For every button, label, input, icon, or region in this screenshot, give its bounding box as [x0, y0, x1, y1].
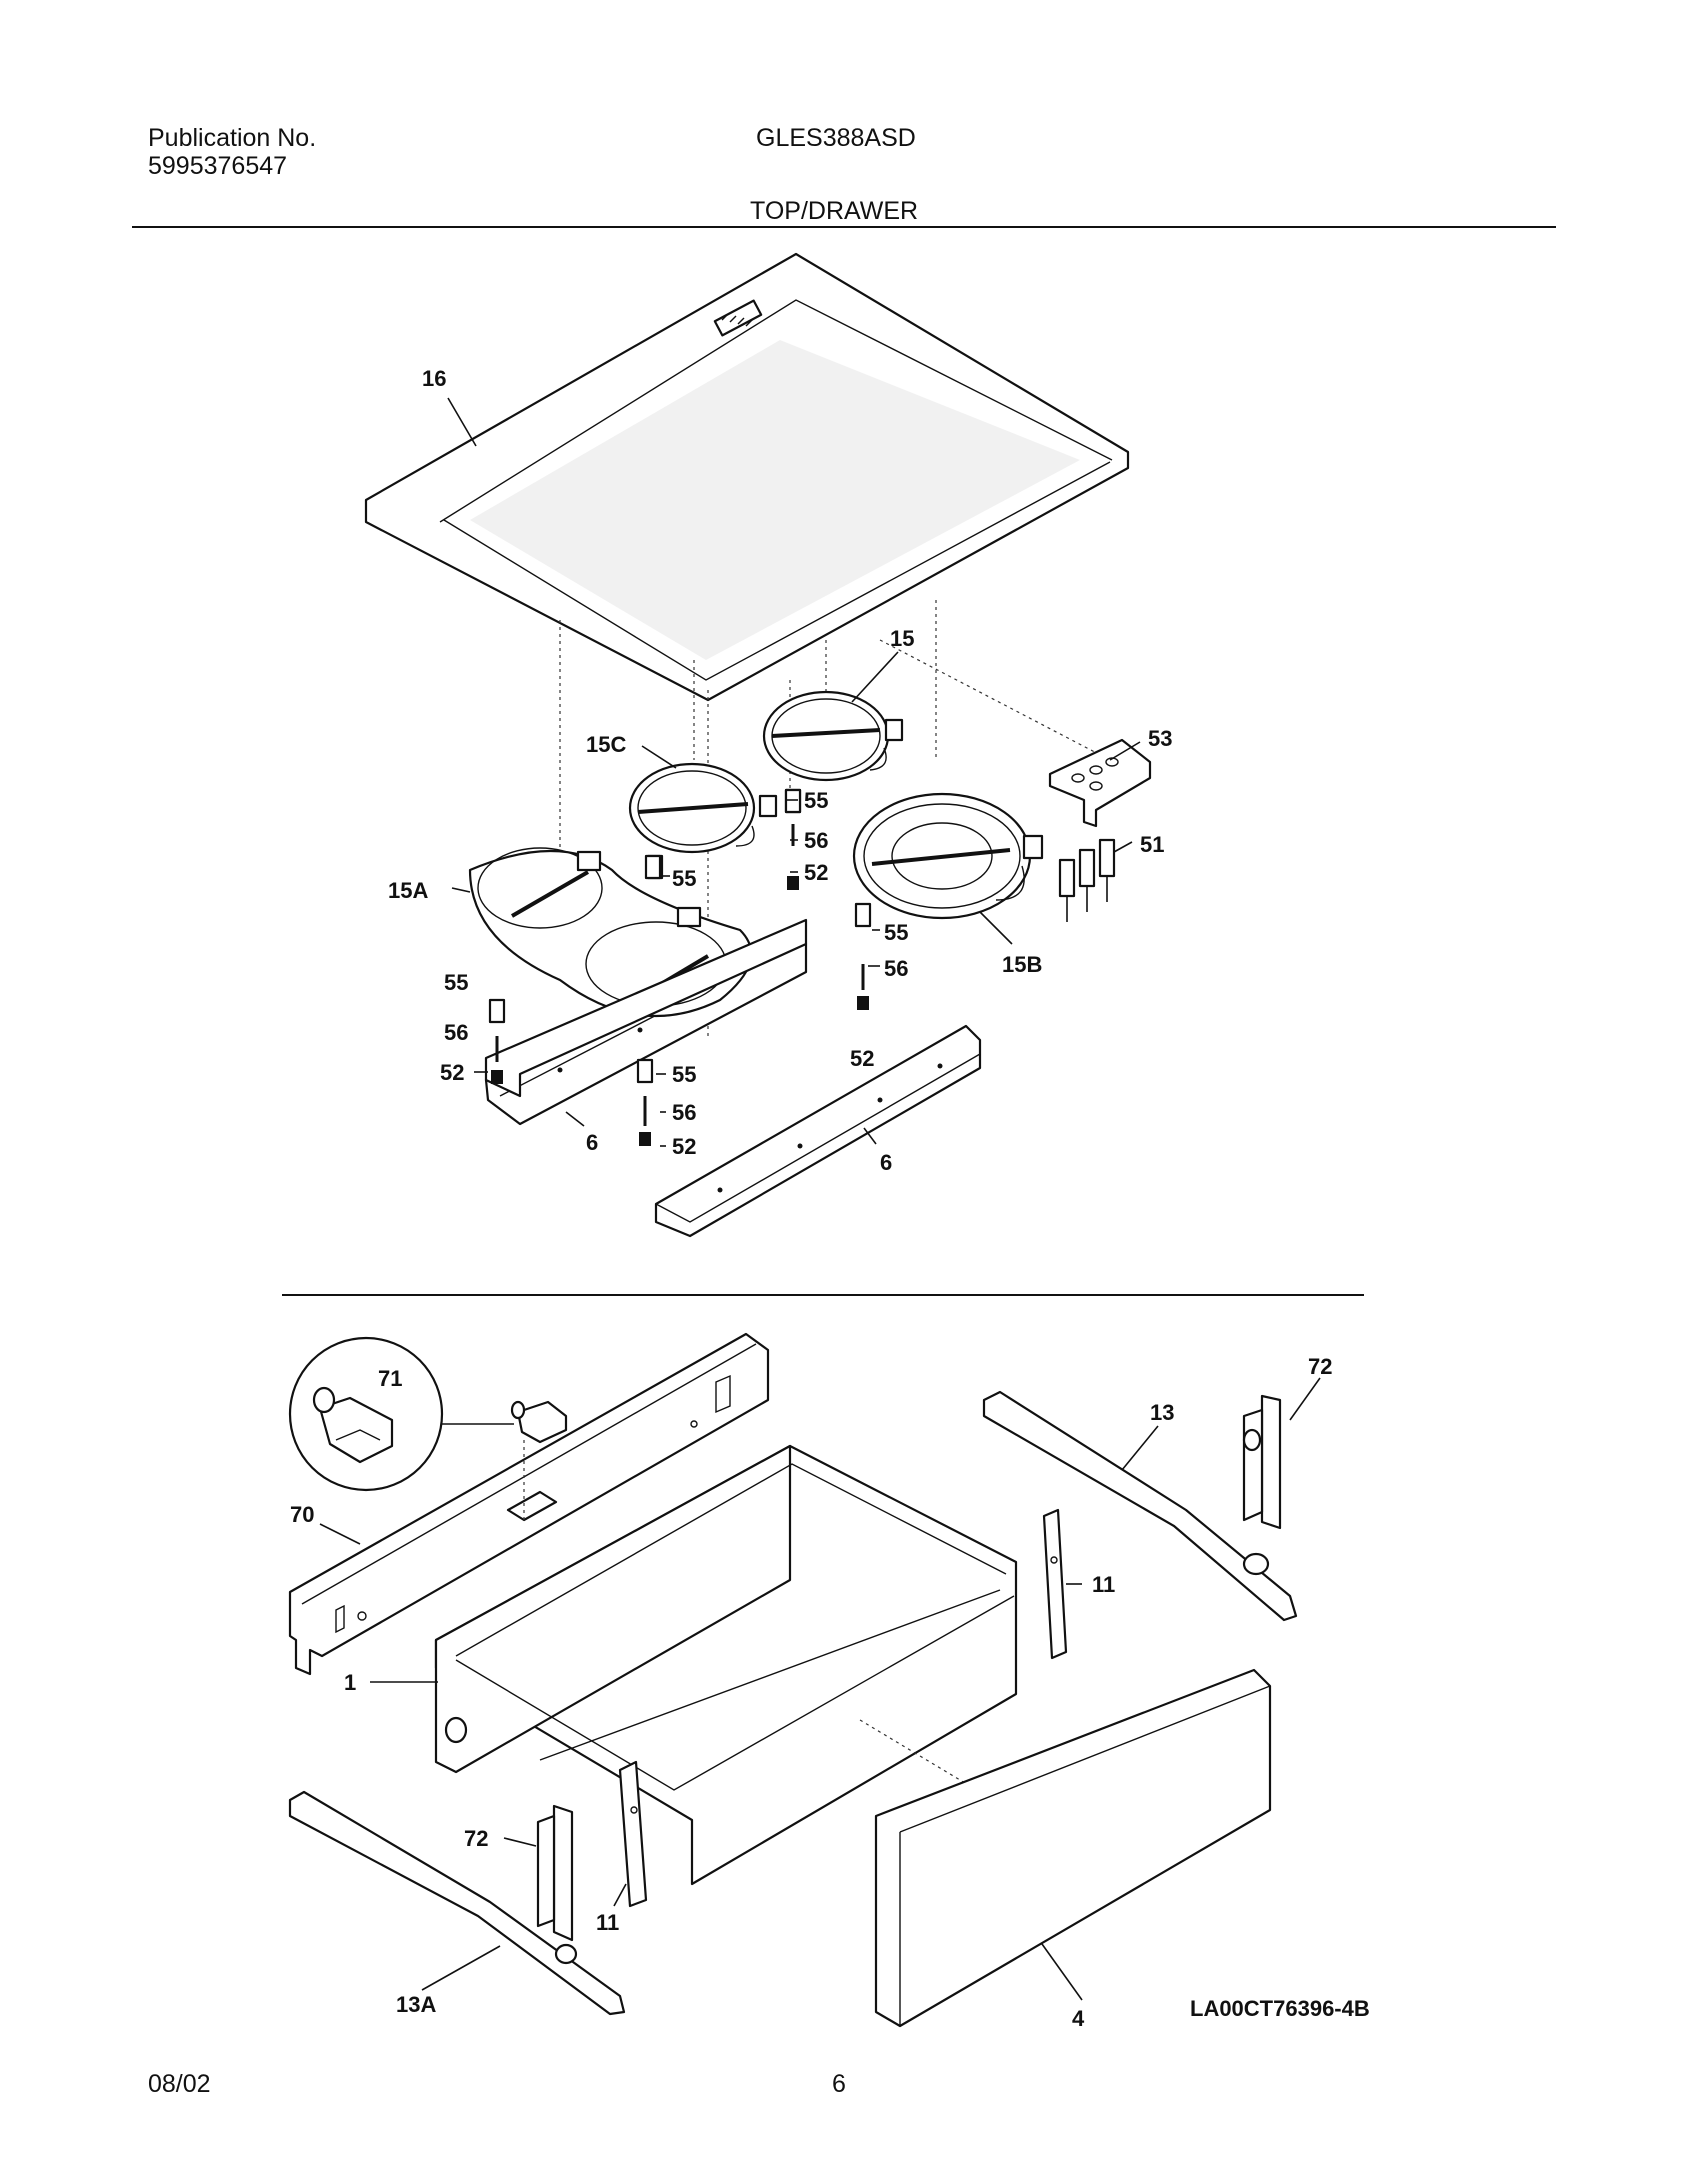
drawer-rail-13a [288, 1790, 626, 2016]
roller-bracket-72-left [536, 1804, 574, 1942]
drawer-body-1 [434, 1444, 1018, 1886]
bracket-53 [1048, 738, 1152, 828]
callout-71: 71 [378, 1366, 402, 1391]
callout-56-d: 56 [444, 1020, 468, 1045]
page-number: 6 [832, 2070, 846, 2098]
callout-11-b: 11 [596, 1910, 619, 1935]
callout-52-d: 52 [440, 1060, 464, 1085]
callout-53: 53 [1148, 726, 1172, 751]
radiant-element-15 [762, 690, 904, 814]
callout-56-c: 56 [884, 956, 908, 981]
drawer-latch-71 [510, 1400, 568, 1444]
callout-4: 4 [1072, 2006, 1085, 2031]
leader-lines [319, 397, 1321, 2001]
support-rail-6-left [484, 918, 808, 1098]
spacer-screw-nut-stack-2 [636, 1058, 654, 1146]
callout-55-e: 55 [672, 1062, 696, 1087]
spacer-screw-nut-stack-4 [784, 788, 802, 890]
drawer-rail-13 [982, 1390, 1298, 1622]
drawer-slide-11-right [1042, 1508, 1068, 1660]
callout-55-b: 55 [672, 866, 696, 891]
callout-56-a: 56 [804, 828, 828, 853]
callout-15b: 15B [1002, 952, 1042, 977]
publication-label: Publication No. [148, 124, 317, 152]
callout-55-d: 55 [444, 970, 468, 995]
callout-51: 51 [1140, 832, 1164, 857]
header-rule [132, 226, 1556, 228]
footer-date: 08/02 [148, 2070, 211, 2098]
callout-56-e: 56 [672, 1100, 696, 1125]
section-divider [282, 1294, 1364, 1296]
alignment-lines [559, 600, 1111, 1040]
model-number: GLES388ASD [756, 124, 916, 152]
callout-52-b: 52 [850, 1046, 874, 1071]
drawing-code: LA00CT76396-4B [1190, 1996, 1370, 2021]
callout-13: 13 [1150, 1400, 1174, 1425]
drawer-slide-11-left [618, 1760, 648, 1908]
spacer-screw-nut-stack-3 [644, 854, 662, 880]
callout-11-a: 11 [1092, 1572, 1115, 1597]
callout-6-a: 6 [586, 1130, 598, 1155]
support-rail-6-right [654, 1024, 982, 1238]
front-frame-70 [288, 1332, 770, 1676]
callout-16: 16 [422, 366, 446, 391]
spacer-screw-nut-stack-5 [854, 902, 872, 1010]
cooktop-glass-top [364, 252, 1130, 702]
callout-52-a: 52 [804, 860, 828, 885]
section-title: TOP/DRAWER [750, 197, 919, 225]
terminal-block-51 [1058, 838, 1116, 922]
callout-15c: 15C [586, 732, 626, 757]
radiant-element-15b [852, 792, 1044, 920]
callout-labels: 16 15 15C 53 55 56 52 15A 55 51 55 56 15… [290, 366, 1370, 2031]
callout-13a: 13A [396, 1992, 436, 2017]
spacer-screw-nut-stack-1 [488, 998, 506, 1084]
detail-circle-71 [288, 1336, 514, 1492]
callout-6-b: 6 [880, 1150, 892, 1175]
publication-number: 5995376547 [148, 152, 288, 180]
callout-52-e: 52 [672, 1134, 696, 1159]
roller-bracket-72-right [1242, 1394, 1282, 1530]
callout-15: 15 [890, 626, 914, 651]
drawer-front-panel-4 [874, 1668, 1272, 2028]
callout-55-a: 55 [804, 788, 828, 813]
callout-72-a: 72 [1308, 1354, 1332, 1379]
callout-70: 70 [290, 1502, 314, 1527]
callout-72-b: 72 [464, 1826, 488, 1851]
callout-1: 1 [344, 1670, 356, 1695]
callout-55-c: 55 [884, 920, 908, 945]
callout-15a: 15A [388, 878, 428, 903]
